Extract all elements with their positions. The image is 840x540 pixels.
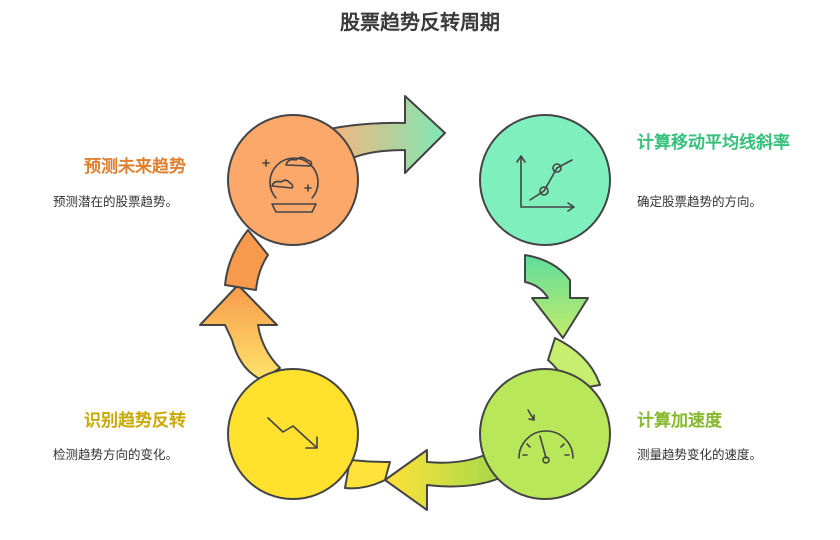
- step-label-predict: 预测未来趋势: [84, 157, 186, 177]
- arrow-left: [199, 229, 281, 381]
- arrow-bottom: [344, 449, 501, 511]
- trend-down-icon: [267, 417, 318, 449]
- node-slope: [479, 114, 611, 246]
- node-acceleration: [479, 368, 611, 500]
- step-desc-predict: 预测潜在的股票趋势。: [53, 194, 179, 209]
- node-predict: [227, 114, 359, 246]
- node-reversal: [227, 368, 359, 500]
- speedometer-icon: [518, 409, 574, 464]
- step-label-acceleration: 计算加速度: [637, 411, 722, 431]
- crystal-ball-icon: [262, 156, 319, 213]
- step-label-slope: 计算移动平均线斜率: [637, 133, 790, 153]
- step-desc-reversal: 检测趋势方向的变化。: [53, 447, 179, 462]
- diagram-title: 股票趋势反转周期: [340, 10, 500, 34]
- line-graph-icon: [516, 155, 575, 212]
- step-desc-acceleration: 测量趋势变化的速度。: [637, 447, 763, 462]
- step-label-reversal: 识别趋势反转: [84, 411, 186, 431]
- step-desc-slope: 确定股票趋势的方向。: [637, 194, 763, 209]
